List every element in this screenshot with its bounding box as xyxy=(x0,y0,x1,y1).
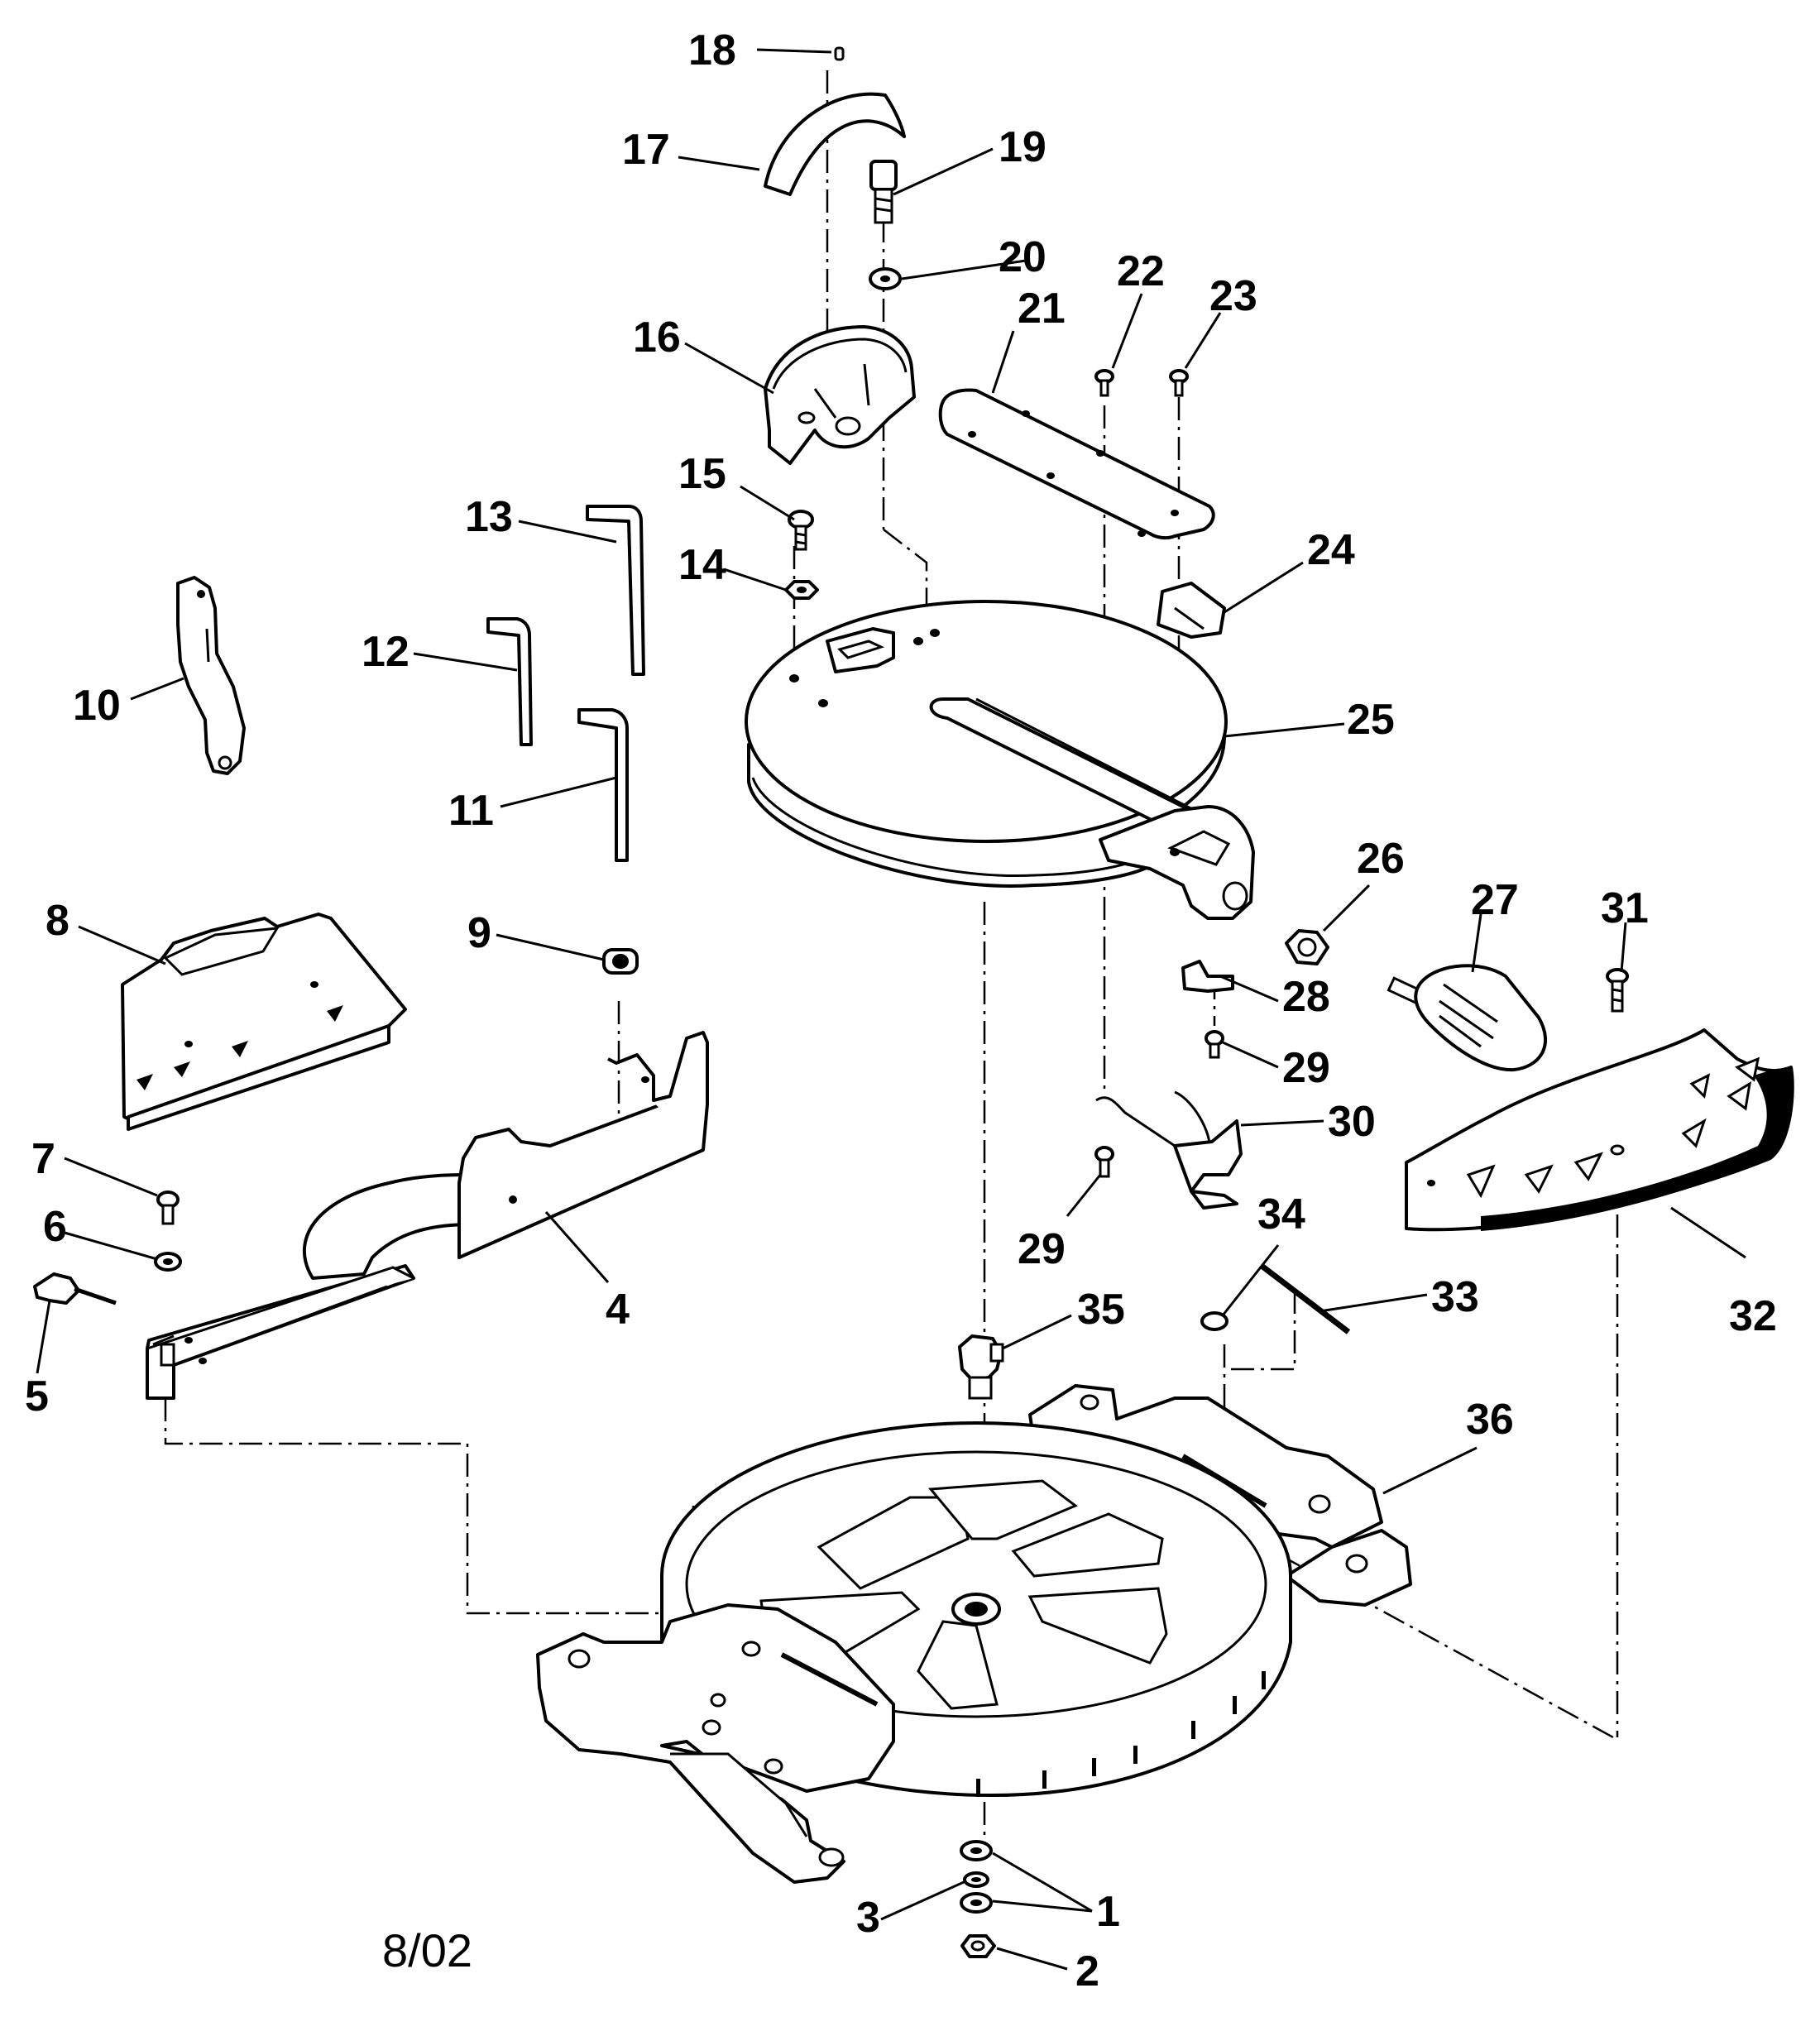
callout-19: 19 xyxy=(999,123,1046,171)
part-6-washer xyxy=(154,1252,182,1272)
part-30-pointer xyxy=(1095,1090,1243,1210)
part-34-washer xyxy=(1200,1311,1228,1331)
part-20-washer xyxy=(869,267,902,290)
part-13-hex-key xyxy=(586,505,645,676)
part-3-lockwasher xyxy=(963,1871,989,1888)
callout-29: 29 xyxy=(1282,1044,1330,1092)
callout-2: 2 xyxy=(1075,1947,1099,1995)
callout-11: 11 xyxy=(448,787,494,835)
part-28-bracket xyxy=(1181,960,1234,993)
callout-1: 1 xyxy=(1096,1888,1120,1936)
part-27-knob xyxy=(1387,964,1548,1072)
part-33-rod xyxy=(1259,1263,1351,1334)
callout-16: 16 xyxy=(633,314,681,362)
part-23-screw xyxy=(1169,369,1189,397)
part-32-miter-scale xyxy=(1405,1028,1794,1232)
callout-3: 3 xyxy=(856,1894,880,1942)
part-36-base xyxy=(536,1384,1412,1884)
part-26-nut xyxy=(1285,929,1329,965)
part-24-clip xyxy=(1157,582,1226,639)
part-5-clamp-pin xyxy=(33,1272,117,1305)
part-11-hex-key xyxy=(577,708,629,862)
callout-32: 32 xyxy=(1729,1292,1777,1340)
part-29-screw-a xyxy=(1205,1030,1224,1059)
part-18-pin xyxy=(834,46,845,61)
part-16-bracket xyxy=(764,325,916,465)
callout-17: 17 xyxy=(622,126,670,174)
part-31-screw xyxy=(1606,968,1629,1013)
callout-6: 6 xyxy=(43,1203,67,1251)
callout-15: 15 xyxy=(678,450,726,498)
part-22-screw xyxy=(1094,369,1114,397)
part-19-screw xyxy=(869,160,898,224)
callout-5: 5 xyxy=(25,1373,49,1420)
part-2-nut xyxy=(960,1934,996,1958)
callout-33: 33 xyxy=(1431,1273,1479,1321)
callout-4: 4 xyxy=(606,1286,630,1334)
callout-25: 25 xyxy=(1347,696,1395,744)
callout-7: 7 xyxy=(31,1135,55,1183)
part-1-washer-bottom xyxy=(960,1892,993,1914)
callout-18: 18 xyxy=(688,26,736,74)
part-10-link xyxy=(176,576,246,775)
callout-8: 8 xyxy=(46,897,69,945)
callout-20: 20 xyxy=(999,233,1046,281)
part-25-turntable xyxy=(745,600,1255,920)
part-14-nut xyxy=(784,580,819,600)
callout-27: 27 xyxy=(1471,876,1519,924)
part-1-washer-top xyxy=(960,1840,993,1861)
callout-14: 14 xyxy=(678,541,726,589)
callout-30: 30 xyxy=(1328,1098,1376,1146)
callout-22: 22 xyxy=(1117,247,1165,295)
callout-12: 12 xyxy=(362,628,410,676)
part-7-screw xyxy=(156,1190,180,1225)
part-29-screw-b xyxy=(1094,1146,1114,1178)
callout-35: 35 xyxy=(1077,1286,1125,1334)
date-code: 8/02 xyxy=(382,1924,472,1976)
callout-29: 29 xyxy=(1018,1225,1066,1273)
part-12-hex-key xyxy=(486,617,533,746)
part-15-screw xyxy=(788,510,814,551)
callout-9: 9 xyxy=(467,909,491,957)
callouts: 18 17 19 20 16 21 22 23 24 15 14 13 12 1… xyxy=(25,26,1777,1995)
part-21-plate xyxy=(938,388,1215,540)
callout-31: 31 xyxy=(1601,884,1649,932)
callout-24: 24 xyxy=(1307,526,1355,574)
part-8-fence-extension xyxy=(121,913,407,1131)
callout-23: 23 xyxy=(1209,272,1257,320)
part-35-stud xyxy=(958,1334,1004,1400)
part-9-roller xyxy=(602,948,639,975)
callout-26: 26 xyxy=(1357,835,1405,883)
leader-lines xyxy=(36,48,1746,1971)
callout-34: 34 xyxy=(1257,1190,1305,1238)
callout-21: 21 xyxy=(1018,285,1066,333)
part-17-curved-strip xyxy=(764,92,906,196)
callout-10: 10 xyxy=(73,682,121,730)
part-4-fence xyxy=(146,1031,709,1400)
callout-28: 28 xyxy=(1282,973,1330,1021)
callout-36: 36 xyxy=(1466,1396,1514,1444)
callout-13: 13 xyxy=(465,493,513,541)
